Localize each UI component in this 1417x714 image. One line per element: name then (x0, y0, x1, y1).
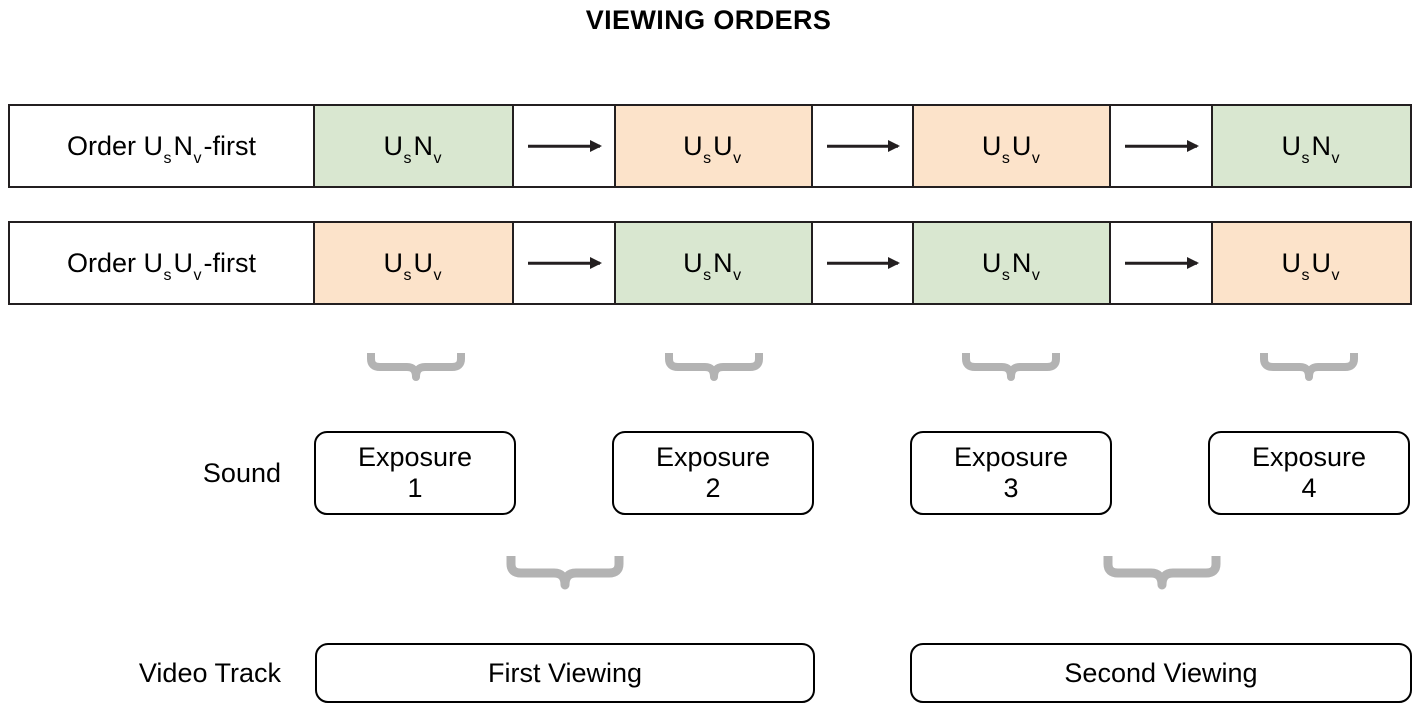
condition-cell: UsNv (912, 223, 1112, 303)
arrow-line (1125, 144, 1198, 148)
condition-cell: UsNv (613, 223, 813, 303)
order-row-label-usnv-first: Order UsNv-first (10, 106, 315, 186)
exposure-label-line1: Exposure (357, 442, 473, 472)
arrow-head-icon (589, 140, 602, 152)
condition-cell: UsUv (912, 106, 1112, 186)
condition-sub1: s (1001, 266, 1010, 284)
brace-icon-exposure-1 (367, 351, 465, 381)
order-label-base1: U (143, 247, 164, 278)
order-label-suffix: -first (203, 130, 256, 161)
condition-base1: U (383, 130, 404, 161)
condition-cell: UsUv (613, 106, 813, 186)
order-label-prefix: Order (66, 130, 144, 161)
exposure-box: Exposure 1 (314, 431, 516, 515)
condition-sub2: v (1331, 266, 1340, 284)
condition-base2: N (713, 247, 733, 278)
arrow-line (1125, 261, 1198, 265)
condition-base1: U (1281, 247, 1302, 278)
order-row-label-usuv-first: Order UsUv-first (10, 223, 315, 303)
video-track-row-label: Video Track (138, 658, 281, 688)
order-label-base1: U (143, 130, 164, 161)
arrow-connector (514, 106, 614, 186)
exposure-box: Exposure 4 (1208, 431, 1410, 515)
brace-icon-first-viewing (506, 554, 624, 590)
condition-cell: UsNv (1211, 106, 1411, 186)
sound-row-label: Sound (202, 458, 281, 488)
arrow-connector (1111, 223, 1212, 303)
arrow-head-icon (888, 257, 901, 269)
condition-sub2: v (433, 266, 442, 284)
brace-icon-exposure-3 (962, 351, 1060, 381)
exposure-label-line2: 3 (1003, 473, 1019, 503)
condition-base2: U (1011, 130, 1032, 161)
exposure-label-line2: 2 (705, 473, 721, 503)
condition-base1: U (981, 130, 1002, 161)
arrow-head-icon (888, 140, 901, 152)
condition-base2: U (1311, 247, 1332, 278)
brace-icon-exposure-4 (1260, 351, 1358, 381)
condition-sub1: s (703, 149, 712, 167)
exposure-label-line2: 1 (407, 473, 423, 503)
condition-sub1: s (403, 266, 412, 284)
arrow-head-icon (589, 257, 602, 269)
arrow-line (826, 261, 899, 265)
order-label-suffix: -first (203, 247, 256, 278)
condition-sub2: v (433, 149, 442, 167)
page-title: VIEWING ORDERS (585, 5, 832, 35)
condition-sub1: s (1001, 149, 1010, 167)
condition-base1: U (981, 247, 1002, 278)
condition-cell: UsNv (315, 106, 514, 186)
order-label-sub2: v (193, 266, 202, 284)
exposure-label-line1: Exposure (953, 442, 1069, 472)
condition-base2: N (413, 130, 434, 161)
condition-sub1: s (403, 149, 412, 167)
condition-sub2: v (733, 266, 742, 284)
arrow-line (527, 261, 600, 265)
arrow-head-icon (1187, 257, 1200, 269)
condition-cell: UsUv (1211, 223, 1411, 303)
arrow-line (527, 144, 600, 148)
viewing-box-second: Second Viewing (910, 643, 1412, 703)
exposure-label-line2: 4 (1301, 473, 1317, 503)
arrow-head-icon (1187, 140, 1200, 152)
condition-sub1: s (703, 266, 712, 284)
condition-base2: U (713, 130, 733, 161)
condition-base1: U (683, 130, 703, 161)
arrow-connector (514, 223, 614, 303)
condition-sub2: v (1331, 149, 1340, 167)
condition-base2: N (1311, 130, 1332, 161)
condition-sub1: s (1301, 149, 1310, 167)
viewing-box-label: Second Viewing (1064, 657, 1258, 688)
order-row-usuv-first: Order UsUv-first UsUv UsNv UsNv UsUv (8, 221, 1412, 305)
exposure-label-line1: Exposure (1251, 442, 1367, 472)
order-label-sub1: s (163, 266, 172, 284)
condition-sub2: v (1031, 266, 1040, 284)
condition-sub2: v (733, 149, 742, 167)
condition-sub2: v (1031, 149, 1040, 167)
exposure-box: Exposure 2 (612, 431, 814, 515)
arrow-connector (812, 223, 913, 303)
arrow-line (826, 144, 899, 148)
brace-icon-second-viewing (1103, 554, 1221, 590)
condition-base1: U (1281, 130, 1302, 161)
exposure-label-line1: Exposure (655, 442, 771, 472)
arrow-connector (1111, 106, 1212, 186)
condition-base2: N (1011, 247, 1032, 278)
viewing-box-first: First Viewing (315, 643, 815, 703)
condition-base1: U (683, 247, 703, 278)
condition-cell: UsUv (315, 223, 514, 303)
condition-base1: U (383, 247, 404, 278)
viewing-box-label: First Viewing (487, 657, 643, 688)
condition-sub1: s (1301, 266, 1310, 284)
order-label-sub2: v (193, 149, 202, 167)
order-label-prefix: Order (66, 247, 144, 278)
exposure-box: Exposure 3 (910, 431, 1112, 515)
order-label-sub1: s (163, 149, 172, 167)
arrow-connector (812, 106, 913, 186)
order-row-usnv-first: Order UsNv-first UsNv UsUv UsUv UsNv (8, 104, 1412, 188)
order-label-base2: N (173, 130, 194, 161)
condition-base2: U (413, 247, 434, 278)
brace-icon-exposure-2 (665, 351, 763, 381)
order-label-base2: U (173, 247, 194, 278)
